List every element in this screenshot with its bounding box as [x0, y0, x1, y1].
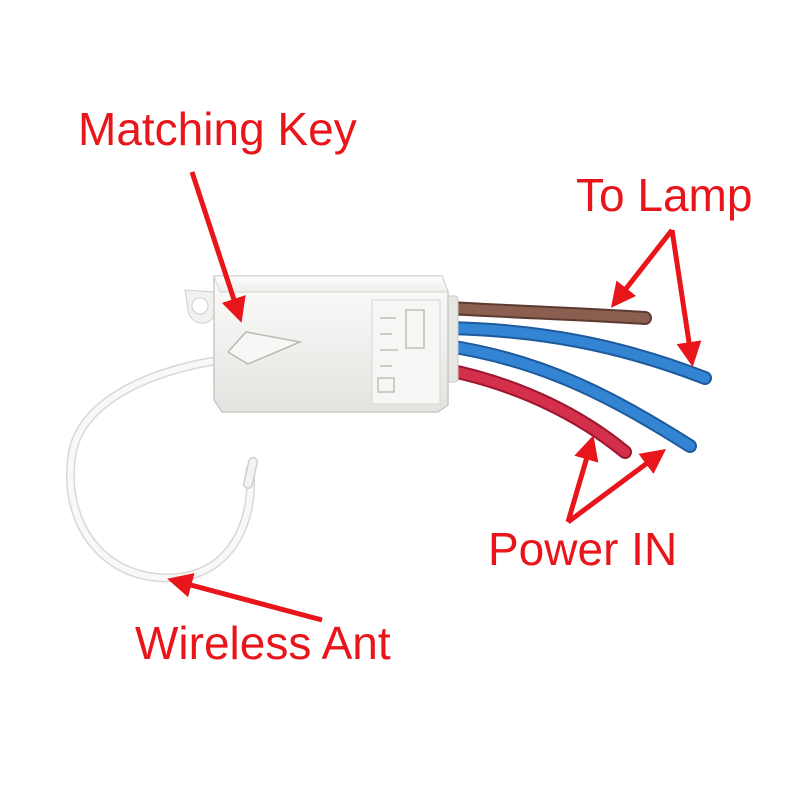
matching-key-button — [226, 331, 303, 365]
wires — [435, 295, 712, 459]
arrow-power-red — [565, 435, 599, 523]
matching-key-label: Matching Key — [78, 103, 357, 155]
wireless-ant-label: Wireless Ant — [135, 617, 391, 669]
callout-arrows — [167, 171, 702, 623]
arrow-matching-key — [189, 171, 246, 323]
wireless-antenna — [66, 355, 258, 583]
to-lamp-label: To Lamp — [576, 169, 753, 221]
arrow-antenna — [167, 573, 323, 623]
red-wire — [441, 363, 632, 459]
receiver-housing — [184, 275, 449, 413]
arrow-to-lamp-blue — [669, 229, 702, 367]
power-in-label: Power IN — [488, 523, 678, 575]
arrow-power-blue — [566, 449, 667, 525]
arrow-to-lamp-brown — [610, 228, 674, 308]
